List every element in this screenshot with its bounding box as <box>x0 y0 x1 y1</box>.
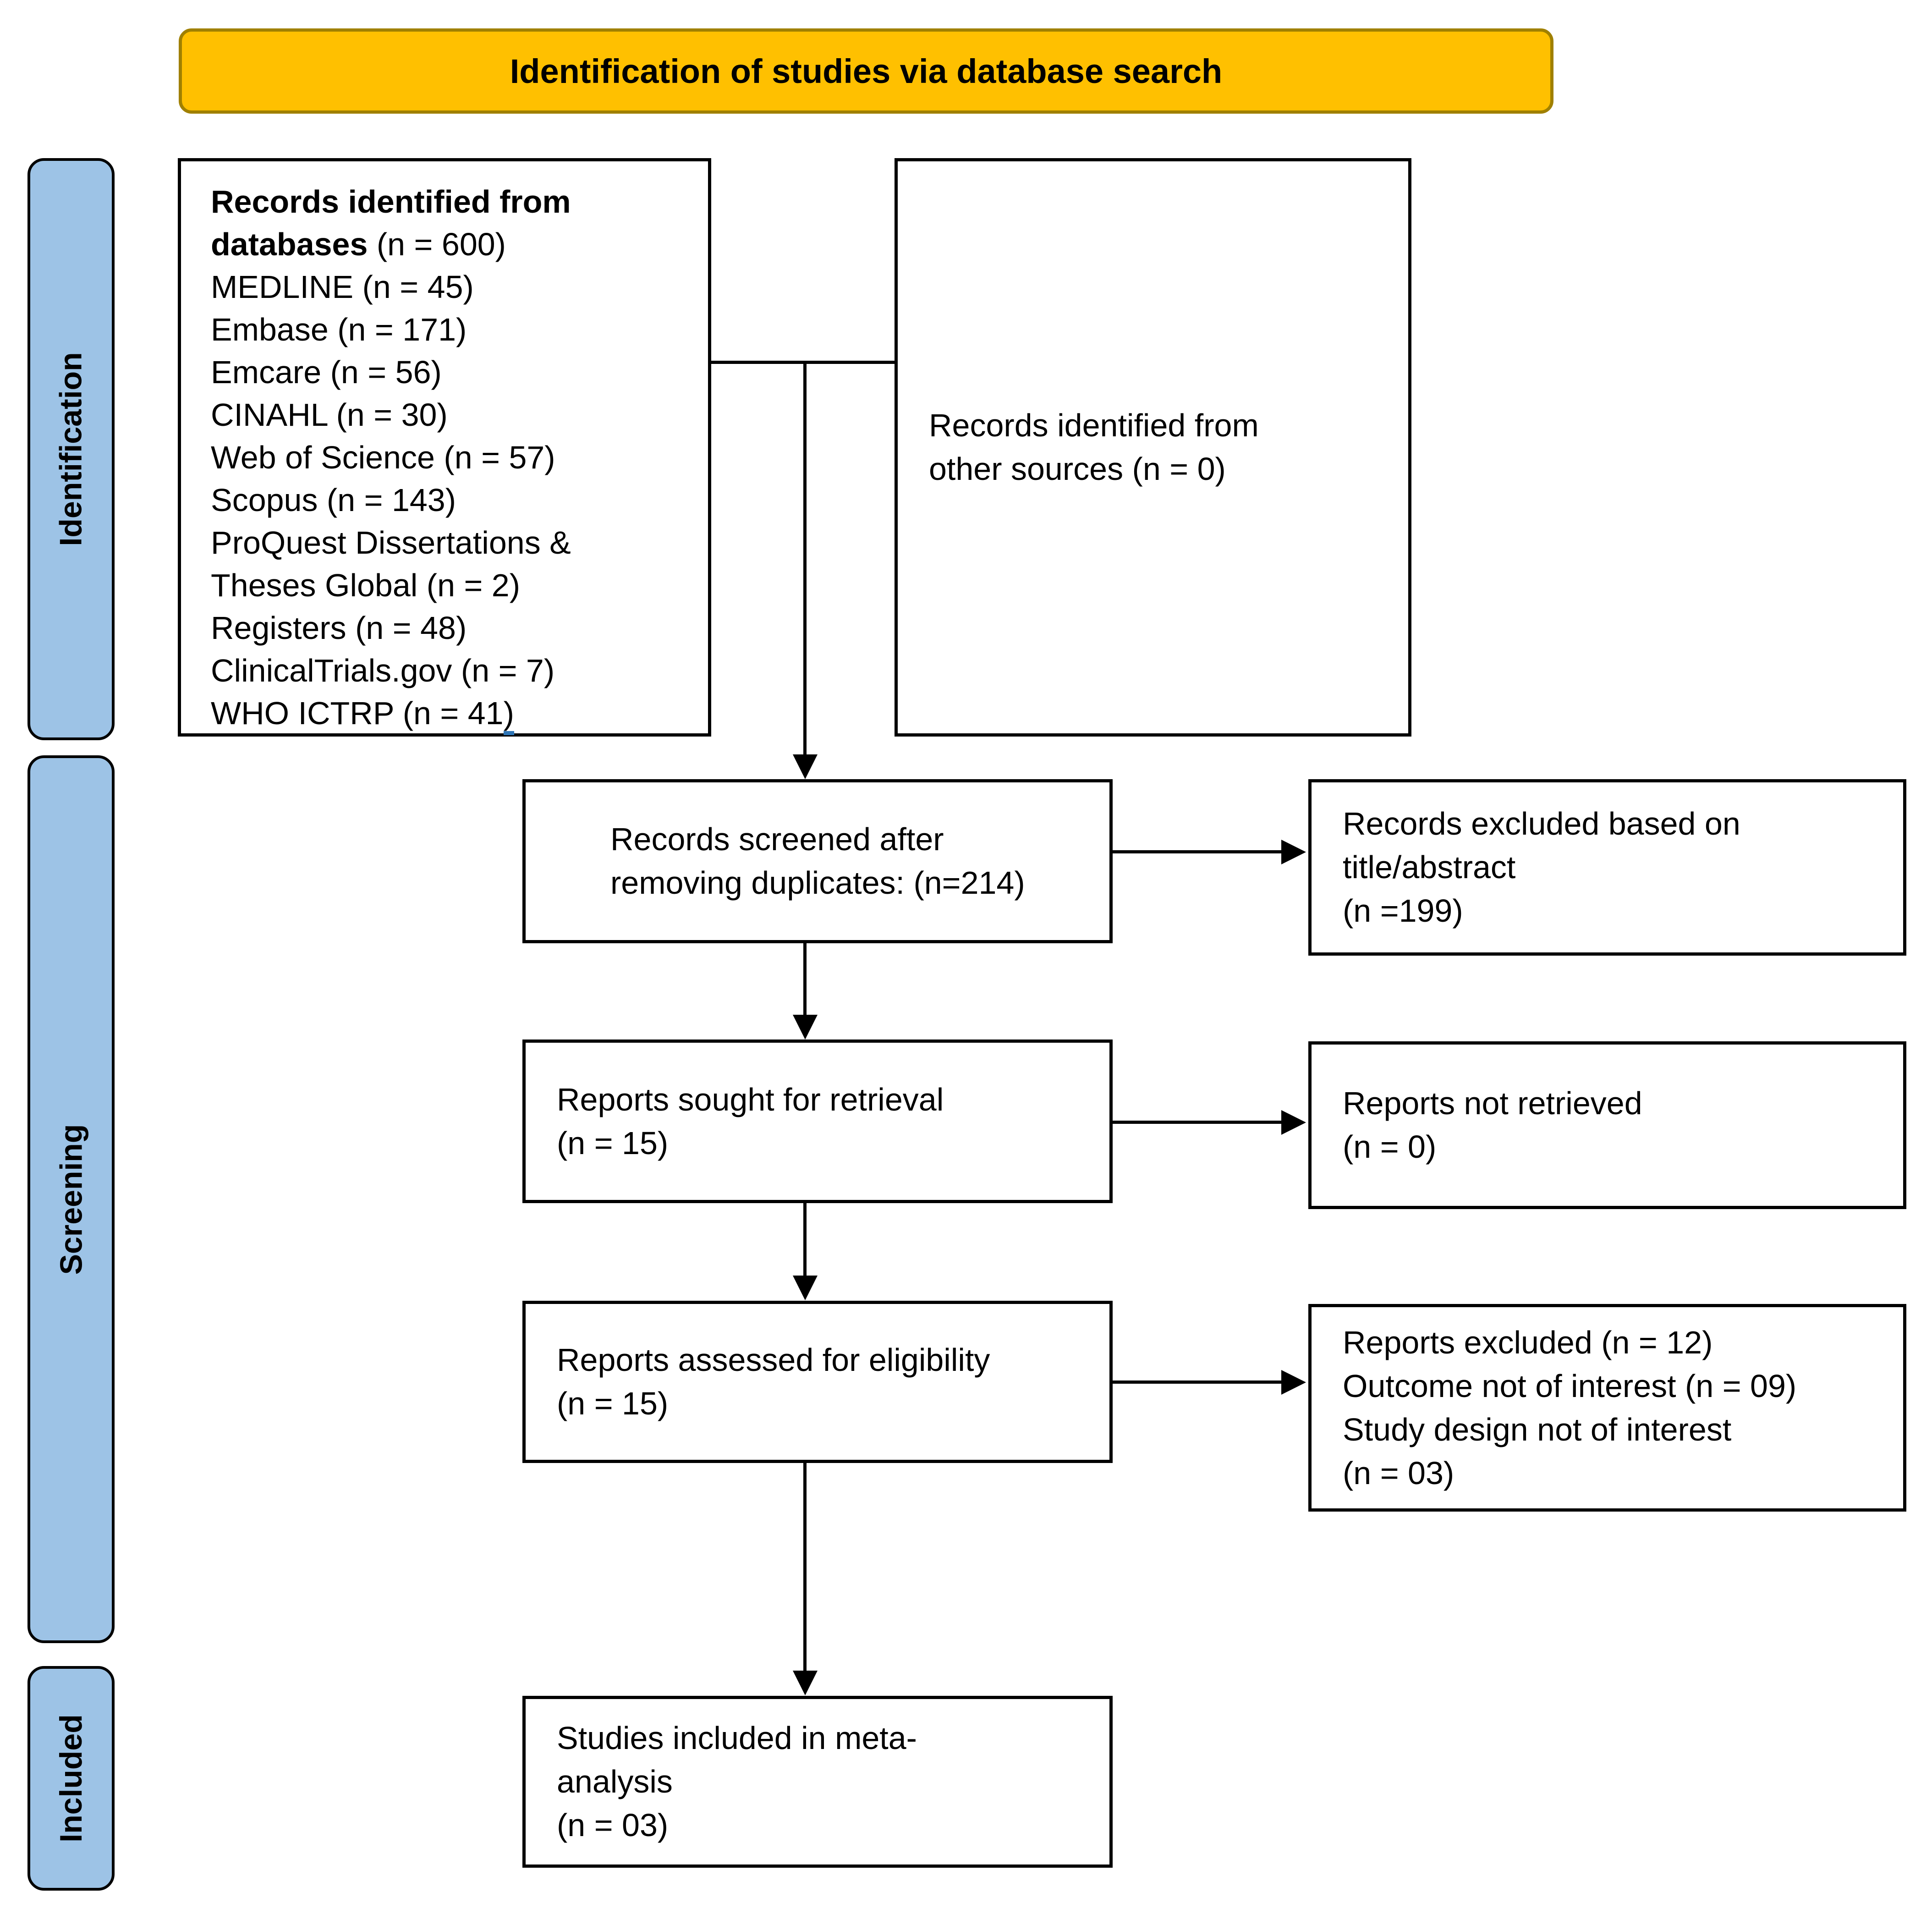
box-text-line: Reports sought for retrieval <box>557 1081 944 1117</box>
arrow-sought-to-assessed <box>803 1203 807 1276</box>
box-text-line: Reports not retrieved <box>1343 1085 1642 1121</box>
database-item: ClinicalTrials.gov (n = 7) <box>211 653 555 688</box>
box-text-line: title/abstract <box>1343 849 1516 885</box>
box-text-line: Studies included in meta- <box>557 1720 917 1756</box>
arrowhead-down-icon <box>793 1276 818 1300</box>
database-item: Emcare (n = 56) <box>211 354 442 390</box>
connector-down-to-screened <box>803 361 807 755</box>
box-records-screened: Records screened after removing duplicat… <box>522 779 1113 943</box>
database-item: Registers (n = 48) <box>211 610 467 646</box>
database-item: Scopus (n = 143) <box>211 482 456 518</box>
box-text-line: (n = 03) <box>1343 1455 1454 1491</box>
box-reports-assessed: Reports assessed for eligibility (n = 15… <box>522 1301 1113 1463</box>
box-text-line: removing duplicates: (n=214) <box>610 865 1025 901</box>
box-text-line: Outcome not of interest (n = 09) <box>1343 1368 1797 1404</box>
box-text-line: Reports excluded (n = 12) <box>1343 1324 1713 1360</box>
regular-fragment: WHO ICTRP (n = 41 <box>211 695 504 731</box>
database-item: Web of Science (n = 57) <box>211 440 555 475</box>
box-text-line: Records screened after <box>610 821 944 857</box>
title-banner: Identification of studies via database s… <box>179 28 1553 114</box>
box-reports-excluded: Reports excluded (n = 12) Outcome not of… <box>1308 1304 1906 1512</box>
stage-label-identification-text: Identification <box>54 352 89 546</box>
diagram-title: Identification of studies via database s… <box>510 52 1223 90</box>
box-reports-not-retrieved: Reports not retrieved (n = 0) <box>1308 1041 1906 1209</box>
stage-label-screening: Screening <box>27 755 115 1643</box>
stage-label-included-text: Included <box>54 1714 89 1842</box>
connector-databases-other-sources <box>711 361 895 364</box>
box-text-line: (n =199) <box>1343 893 1463 929</box>
box-text-line: Records identified from <box>929 407 1259 443</box>
box-records-excluded-title-abstract: Records excluded based on title/abstract… <box>1308 779 1906 956</box>
box-text-line: (n = 03) <box>557 1807 669 1843</box>
box-text-line: other sources (n = 0) <box>929 451 1226 487</box>
arrowhead-down-icon <box>793 1015 818 1040</box>
stage-label-included: Included <box>27 1666 115 1891</box>
database-item: CINAHL (n = 30) <box>211 397 448 433</box>
database-item: WHO ICTRP (n = 41) <box>211 692 699 735</box>
arrow-assessed-to-reports-excluded <box>1113 1380 1282 1384</box>
box-records-identified-databases: Records identified from databases (n = 6… <box>178 158 711 737</box>
stage-label-screening-text: Screening <box>54 1124 88 1275</box>
arrowhead-down-icon <box>793 754 818 779</box>
box-heading-line: Records identified from <box>211 184 571 220</box>
arrowhead-right-icon <box>1281 1110 1306 1135</box>
box-text-line: (n = 15) <box>557 1125 669 1161</box>
database-item: ProQuest Dissertations & <box>211 525 571 561</box>
stage-label-identification: Identification <box>27 158 115 740</box>
box-reports-sought: Reports sought for retrieval (n = 15) <box>522 1040 1113 1203</box>
arrow-sought-to-not-retrieved <box>1113 1121 1282 1124</box>
box-heading-line: databases (n = 600) <box>211 223 699 266</box>
box-text-line: Study design not of interest <box>1343 1411 1732 1447</box>
arrowhead-down-icon <box>793 1671 818 1695</box>
arrow-screened-to-excluded <box>1113 850 1282 853</box>
box-studies-included-meta-analysis: Studies included in meta- analysis (n = … <box>522 1696 1113 1868</box>
database-item: Embase (n = 171) <box>211 312 467 347</box>
database-item: MEDLINE (n = 45) <box>211 269 474 305</box>
arrow-screened-to-sought <box>803 943 807 1016</box>
arrowhead-right-icon <box>1281 1370 1306 1395</box>
database-item: Theses Global (n = 2) <box>211 567 521 603</box>
box-text-line: (n = 0) <box>1343 1129 1437 1165</box>
box-text-line: Reports assessed for eligibility <box>557 1342 990 1378</box>
arrowhead-right-icon <box>1281 840 1306 864</box>
blue-underlined-fragment: ) <box>503 695 514 735</box>
box-text-line: analysis <box>557 1764 673 1799</box>
box-records-other-sources: Records identified from other sources (n… <box>895 158 1411 737</box>
box-text-line: (n = 15) <box>557 1386 669 1421</box>
box-text-line: Records excluded based on <box>1343 806 1740 842</box>
bold-fragment: databases <box>211 226 368 262</box>
arrow-assessed-to-included <box>803 1463 807 1672</box>
regular-fragment: (n = 600) <box>368 226 506 262</box>
